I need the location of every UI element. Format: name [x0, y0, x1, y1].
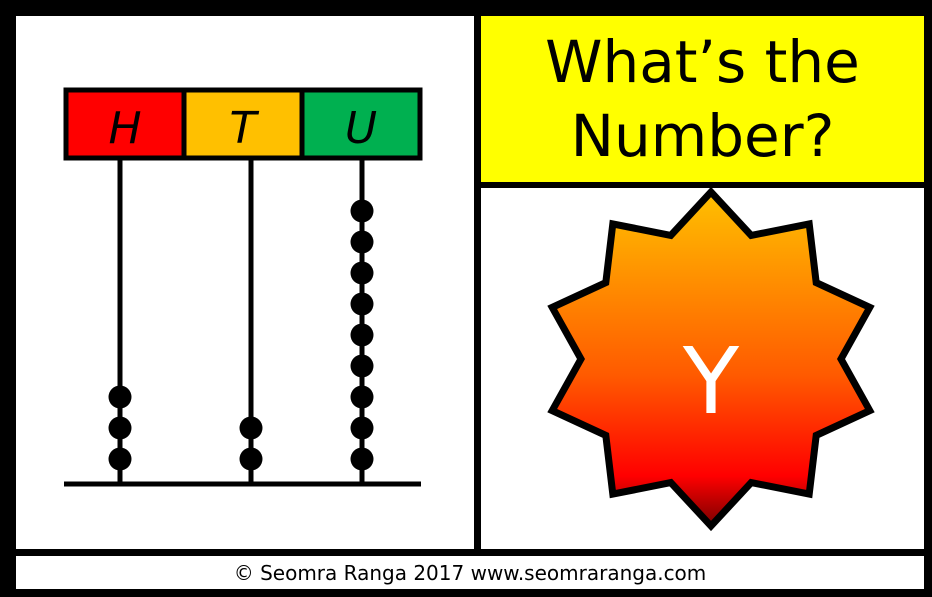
bead-u	[350, 323, 374, 347]
abacus-beads	[108, 199, 374, 471]
abacus-header-t	[181, 87, 305, 161]
bead-u	[350, 230, 374, 254]
page-title: What’s the Number?	[545, 28, 860, 170]
abacus-panel: H T U	[16, 16, 474, 549]
bead-u	[350, 292, 374, 316]
bead-u	[350, 447, 374, 471]
bead-h	[108, 385, 132, 409]
abacus-header-h	[63, 87, 187, 161]
bead-u	[350, 385, 374, 409]
bead-t	[239, 416, 263, 440]
badge: Y	[547, 186, 875, 532]
badge-letter: Y	[682, 328, 740, 435]
bead-u	[350, 354, 374, 378]
bead-t	[239, 447, 263, 471]
bead-u	[350, 199, 374, 223]
bead-u	[350, 261, 374, 285]
abacus-label-t: T	[230, 103, 260, 154]
abacus-label-h: H	[108, 103, 141, 154]
footer: © Seomra Ranga 2017 www.seomraranga.com	[16, 556, 924, 589]
copyright-text: © Seomra Ranga 2017 www.seomraranga.com	[233, 560, 707, 585]
title-panel: What’s the Number?	[481, 16, 924, 182]
abacus-label-u: U	[345, 103, 377, 154]
bead-h	[108, 447, 132, 471]
bead-u	[350, 416, 374, 440]
abacus: H T U	[63, 87, 423, 487]
bead-h	[108, 416, 132, 440]
badge-panel: Y	[481, 186, 924, 549]
star-badge-shape	[547, 186, 875, 532]
